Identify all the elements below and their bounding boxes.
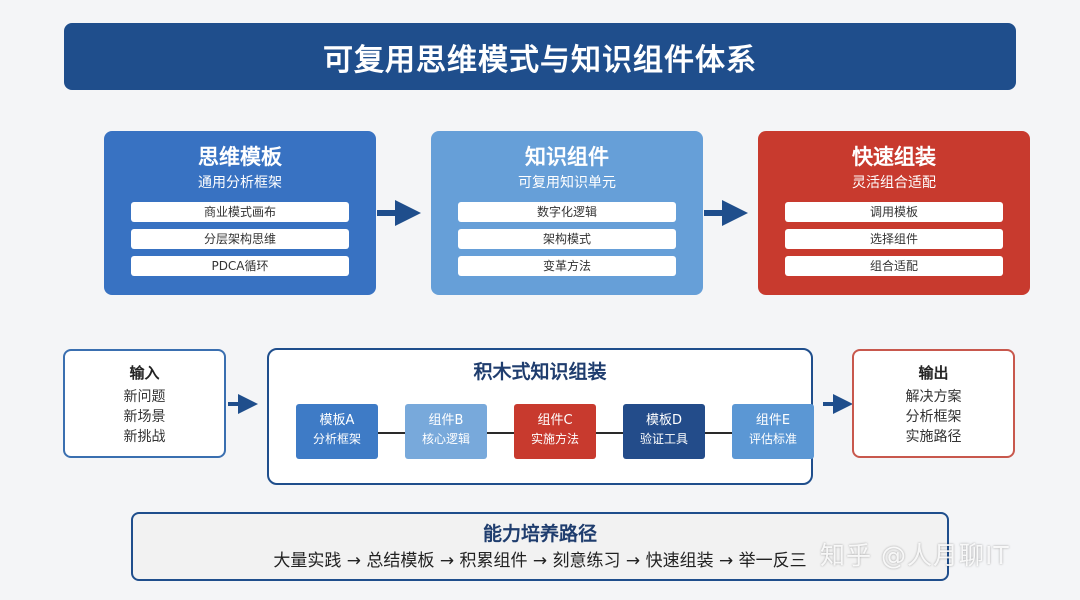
card-item: 架构模式 xyxy=(458,229,676,249)
card-item: PDCA循环 xyxy=(131,256,349,276)
card-item: 分层架构思维 xyxy=(131,229,349,249)
path-title: 能力培养路径 xyxy=(482,523,597,545)
path-steps: 大量实践 → 总结模板 → 积累组件 → 刻意练习 → 快速组装 → 举一反三 xyxy=(273,551,807,571)
output-line: 实施路径 xyxy=(905,429,962,445)
block-component-b: 组件B 核心逻辑 xyxy=(405,404,487,459)
card-subtitle: 灵活组合适配 xyxy=(852,175,936,191)
card-quick-assembly: 快速组装 灵活组合适配 调用模板 选择组件 组合适配 xyxy=(758,131,1030,295)
output-box: 输出 解决方案 分析框架 实施路径 xyxy=(852,349,1015,458)
card-knowledge-component: 知识组件 可复用知识单元 数字化逻辑 架构模式 变革方法 xyxy=(431,131,703,295)
block-name: 模板D xyxy=(645,413,682,428)
block-desc: 实施方法 xyxy=(530,432,579,446)
output-title: 输出 xyxy=(918,364,949,382)
card-subtitle: 通用分析框架 xyxy=(198,175,282,191)
watermark: 知乎 @人月聊IT xyxy=(820,541,1010,570)
card-title: 知识组件 xyxy=(525,145,609,169)
input-box: 输入 新问题 新场景 新挑战 xyxy=(63,349,226,458)
block-template-a: 模板A 分析框架 xyxy=(296,404,378,459)
arrow-right-icon xyxy=(377,200,421,226)
card-item: 组合适配 xyxy=(785,256,1003,276)
capability-path: 能力培养路径 大量实践 → 总结模板 → 积累组件 → 刻意练习 → 快速组装 … xyxy=(131,512,949,581)
card-item: 选择组件 xyxy=(785,229,1003,249)
assembly-title: 积木式知识组装 xyxy=(473,361,607,383)
block-component-c: 组件C 实施方法 xyxy=(514,404,596,459)
output-line: 分析框架 xyxy=(905,409,962,425)
block-name: 模板A xyxy=(319,413,355,428)
input-line: 新挑战 xyxy=(123,429,166,445)
block-desc: 核心逻辑 xyxy=(421,432,470,446)
card-title: 思维模板 xyxy=(198,145,282,169)
block-desc: 评估标准 xyxy=(748,432,797,446)
block-template-d: 模板D 验证工具 xyxy=(623,404,705,459)
assembly-panel: 积木式知识组装 模板A 分析框架 组件B 核心逻辑 组件C 实施方法 模板D 验… xyxy=(267,348,814,485)
block-name: 组件E xyxy=(755,413,791,428)
block-desc: 分析框架 xyxy=(312,432,361,446)
card-subtitle: 可复用知识单元 xyxy=(518,175,616,191)
block-component-e: 组件E 评估标准 xyxy=(732,404,814,459)
input-line: 新问题 xyxy=(123,389,166,405)
card-item: 变革方法 xyxy=(458,256,676,276)
block-name: 组件B xyxy=(428,413,464,428)
card-item: 数字化逻辑 xyxy=(458,202,676,222)
arrow-right-icon xyxy=(823,394,853,414)
card-thinking-template: 思维模板 通用分析框架 商业模式画布 分层架构思维 PDCA循环 xyxy=(104,131,376,295)
page-title: 可复用思维模式与知识组件体系 xyxy=(64,23,1016,90)
output-line: 解决方案 xyxy=(905,389,962,405)
input-title: 输入 xyxy=(129,364,160,382)
block-desc: 验证工具 xyxy=(639,432,688,446)
block-name: 组件C xyxy=(537,413,573,428)
arrow-right-icon xyxy=(704,200,748,226)
card-item: 调用模板 xyxy=(785,202,1003,222)
arrow-right-icon xyxy=(228,394,258,414)
card-item: 商业模式画布 xyxy=(131,202,349,222)
input-line: 新场景 xyxy=(123,409,166,425)
card-title: 快速组装 xyxy=(852,145,936,169)
